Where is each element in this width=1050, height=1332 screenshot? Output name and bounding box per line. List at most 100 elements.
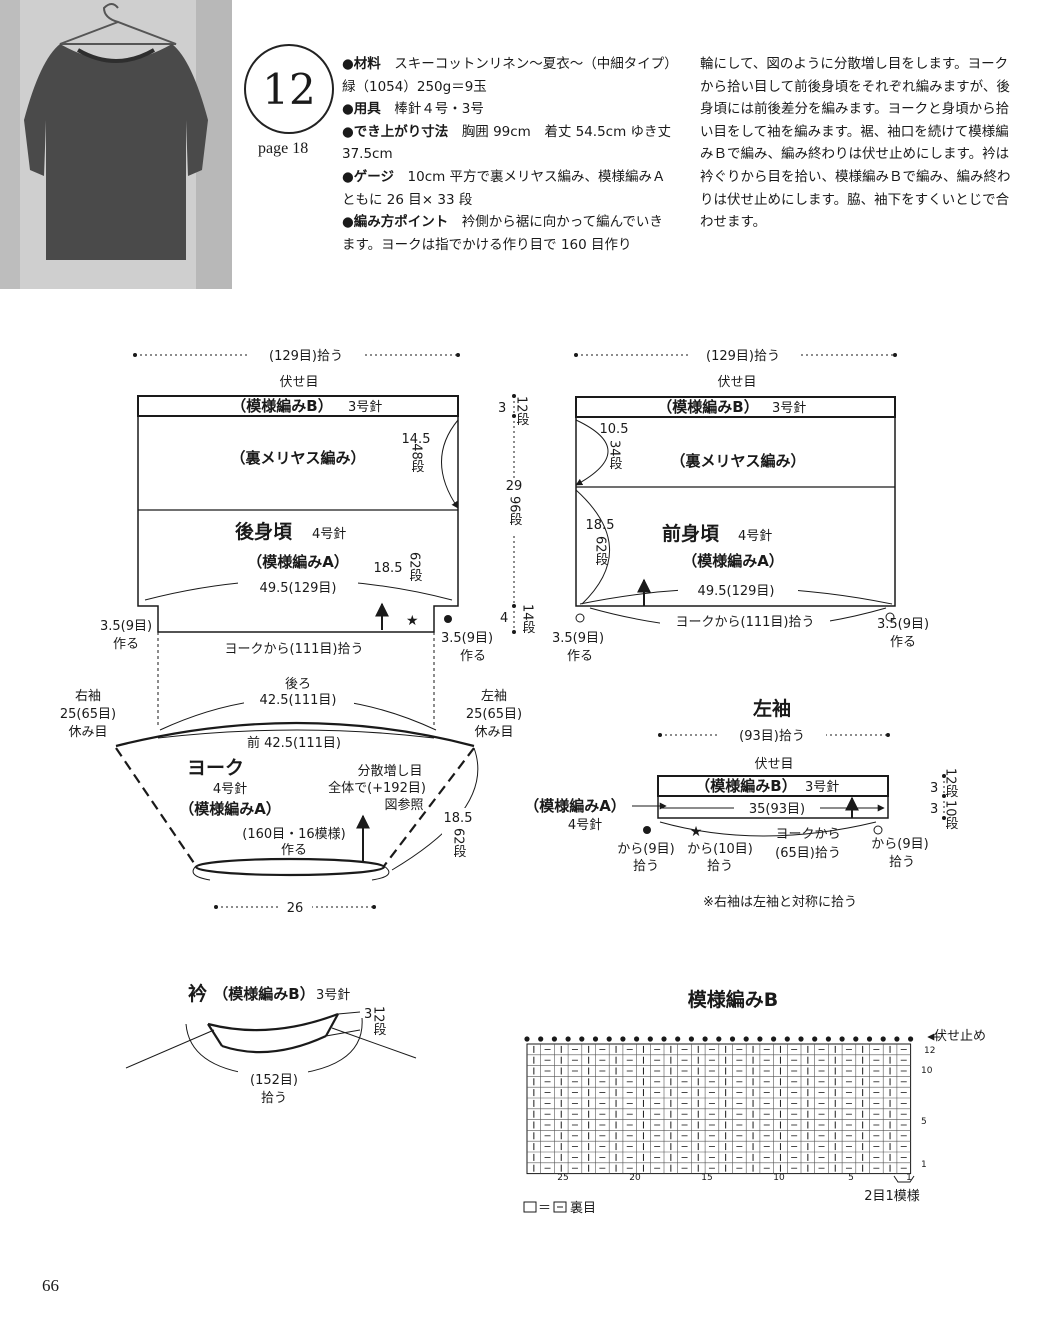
front-body-rows: 62段 <box>593 536 609 566</box>
materials: ●材料 スキーコットンリネン〜夏衣〜（中細タイプ）緑（1054）250g＝9玉 <box>342 56 672 95</box>
yoke-cm: 18.5 <box>444 811 473 826</box>
back-band-needle: 3号針 <box>348 400 382 415</box>
sleeve-pick-a-1: から(9目) <box>617 842 674 857</box>
sleeve-top-pickup: (93目)拾う <box>739 729 805 744</box>
back-top-pickup: (129目)拾う <box>269 349 343 364</box>
yoke-increase-3: 図参照 <box>384 797 423 813</box>
bind-off-dot <box>579 1036 585 1042</box>
bind-off-dot <box>757 1036 763 1042</box>
collar-pickup-2: 拾う <box>261 1091 287 1106</box>
yoke-width: 26 <box>287 901 304 916</box>
sleeve-note: ※右袖は左袖と対称に拾う <box>703 895 857 910</box>
sleeve-top-cm: 3 <box>930 781 938 796</box>
yoke-back-label: 後ろ <box>285 677 311 692</box>
bind-off-dot <box>866 1036 873 1042</box>
pattern-number: 12 <box>244 44 334 134</box>
bind-off-dot <box>894 1036 900 1042</box>
bind-off-dot <box>743 1036 749 1042</box>
back-right-make: 作る <box>460 649 486 664</box>
yoke-right-sleeve-3: 休み目 <box>68 725 107 740</box>
side-top-cm: 3 <box>498 401 506 416</box>
knitting-points-continued: 輪にして、図のように分散増し目をします。ヨークから拾い目して前後身頃をそれぞれ編… <box>700 56 1011 231</box>
yoke-back-measure: 42.5(111目) <box>260 693 337 708</box>
yoke-left-sleeve-1: 左袖 <box>481 689 507 704</box>
front-body-diagram: (129目)拾う 伏せ目 （模様編みB） 3号針 10.5 34段 （裏メリヤス… <box>552 346 929 664</box>
yoke-rows: 62段 <box>451 828 467 858</box>
chart-repeat: 2目1模様 <box>864 1189 920 1204</box>
sleeve-pick-c-2: (65目)拾う <box>775 846 841 861</box>
front-needle: 4号針 <box>738 529 772 544</box>
sleeve-bot-rows: 10段 <box>943 800 959 830</box>
sleeve-pattern-needle: 4号針 <box>568 818 602 833</box>
back-body-rows: 62段 <box>407 552 423 582</box>
yoke-front-measure: 前 42.5(111目) <box>247 735 341 751</box>
col-label-25: 25 <box>557 1173 568 1183</box>
finished-size: ●でき上がり寸法 胸囲 99cm 着丈 54.5cm ゆき丈 37.5cm <box>342 123 672 163</box>
page-reference: page 18 <box>258 140 309 157</box>
col-label-15: 15 <box>701 1173 712 1183</box>
yoke-right-sleeve-1: 右袖 <box>75 689 101 704</box>
collar-cm: 3 <box>364 1007 372 1022</box>
bind-off-dot <box>675 1036 681 1042</box>
back-bind-off: 伏せ目 <box>279 375 318 390</box>
chart-grid <box>524 1033 940 1175</box>
sleeve-pattern-a: （模様編みA） <box>524 797 626 815</box>
back-right-cast: 3.5(9目) <box>441 631 493 646</box>
front-left-make: 作る <box>567 649 593 664</box>
sleeve-pick-a-2: 拾う <box>633 859 659 874</box>
back-title: 後身頃 <box>235 520 293 543</box>
stitch-chart-b: 模様編みB 伏せ止め 12 10 5 1 25 20 15 10 5 1 2目1… <box>523 988 986 1216</box>
sleeve-pick-b-1: から(10目) <box>687 842 753 857</box>
bind-off-dot <box>702 1036 708 1042</box>
row-label-5: 5 <box>921 1117 927 1127</box>
yoke-pattern-a: （模様編みA） <box>179 800 281 818</box>
garment-photo <box>0 0 232 289</box>
front-title: 前身頃 <box>662 522 720 545</box>
front-rev-rows: 34段 <box>607 440 623 470</box>
instructions-column-2: 輪にして、図のように分散増し目をします。ヨークから拾い目して前後身頃をそれぞれ編… <box>700 53 1020 234</box>
back-rev-cm: 14.5 <box>402 432 431 447</box>
front-band-needle: 3号針 <box>772 401 806 416</box>
bind-off-dot <box>661 1036 667 1042</box>
bind-off-dot <box>798 1036 804 1042</box>
yoke-left-sleeve-3: 休み目 <box>474 725 513 740</box>
sleeve-pick-d-2: 拾う <box>889 855 915 870</box>
front-bind-off: 伏せ目 <box>717 375 756 390</box>
front-yoke-pickup: ヨークから(111目)拾う <box>676 615 815 630</box>
tools: ●用具 棒針４号・3号 <box>342 101 484 118</box>
bind-off-dot <box>784 1036 790 1042</box>
sleeve-bot-cm: 3 <box>930 802 938 817</box>
bind-off-dot <box>908 1036 914 1042</box>
yoke-right-sleeve-2: 25(65目) <box>60 707 116 722</box>
chart-bind-off-label: 伏せ止め <box>934 1029 986 1044</box>
sleeve-diagram: 左袖 (93目)拾う 伏せ目 （模様編みB） 3号針 35(93目) （模様編み… <box>524 697 958 910</box>
sleeve-pick-c-1: ヨークから <box>775 827 840 842</box>
front-pattern-a: （模様編みA） <box>682 552 784 570</box>
sleeve-band-label: （模様編みB） <box>695 777 796 795</box>
back-body-diagram: (129目)拾う 伏せ目 （模様編みB） 3号針 （裏メリヤス編み） 14.5 … <box>100 346 493 728</box>
col-label-20: 20 <box>629 1173 641 1183</box>
sleeve-title: 左袖 <box>753 697 791 720</box>
back-left-make: 作る <box>113 637 139 652</box>
front-right-cast: 3.5(9目) <box>877 617 929 632</box>
instructions-column-1: ●材料 スキーコットンリネン〜夏衣〜（中細タイプ）緑（1054）250g＝9玉 … <box>342 53 672 256</box>
yoke-make: 作る <box>281 843 307 858</box>
sleeve-width: 35(93目) <box>749 802 805 817</box>
sleeve-pick-b-2: 拾う <box>707 859 733 874</box>
front-right-make: 作る <box>890 635 916 650</box>
bind-off-dot <box>634 1036 640 1042</box>
bind-off-dot <box>716 1036 722 1042</box>
front-body-cm: 18.5 <box>586 518 615 533</box>
bind-off-dot <box>880 1036 886 1042</box>
side-mid-rows: 96段 <box>507 496 523 526</box>
gauge: ●ゲージ 10cm 平方で裏メリヤス編み、模様編みＡともに 26 目× 33 段 <box>342 168 666 208</box>
bind-off-dot <box>538 1036 544 1042</box>
collar-diagram: 衿 （模様編みB） 3号針 3 12段 (152目) 拾う <box>125 982 417 1106</box>
bind-off-dot <box>620 1036 626 1042</box>
bind-off-dot <box>565 1036 571 1042</box>
svg-text:★: ★ <box>690 824 703 840</box>
knitting-points: ●編み方ポイント 衿側から裾に向かって編んでいきます。ヨークは指でかける作り目で… <box>342 214 663 253</box>
row-label-1: 1 <box>921 1160 927 1170</box>
col-label-10: 10 <box>773 1173 785 1183</box>
col-label-1: 1 <box>906 1173 912 1183</box>
